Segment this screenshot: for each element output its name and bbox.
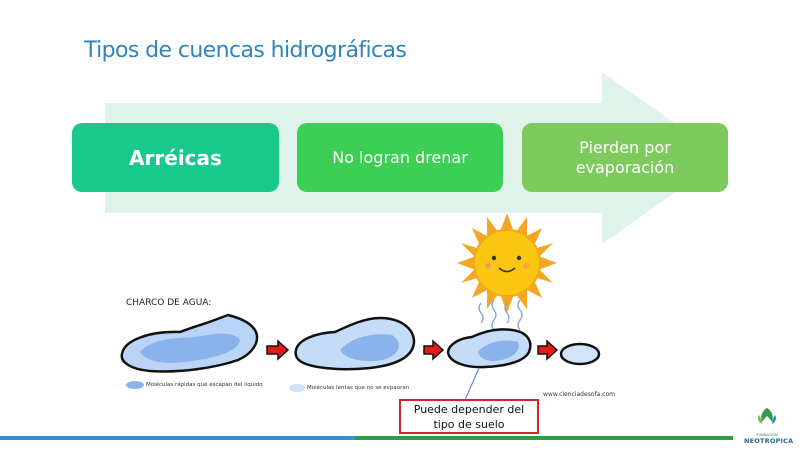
legend-swatch-fast — [126, 381, 144, 389]
slide-title: Tipos de cuencas hidrográficas — [84, 38, 407, 63]
legend-slow-molecules: Moléculas lentas que no se evpaoran — [307, 385, 410, 391]
logo-subtitle: FUNDACIÓN — [756, 433, 778, 437]
puddle-label: CHARCO DE AGUA: — [126, 298, 212, 308]
puddle-icon — [559, 342, 601, 366]
step-box-no-drenan: No logran drenar — [297, 123, 503, 192]
neotropica-logo: FUNDACIÓN NEOTROPICA — [744, 406, 794, 446]
footer-line-blue — [0, 436, 355, 440]
source-url: www.cienciadesofa.com — [543, 391, 615, 398]
step-box-evaporacion: Pierden por evaporación — [522, 123, 728, 192]
logo-name: NEOTROPICA — [744, 437, 794, 445]
heat-waves — [478, 299, 523, 331]
leaf-icon — [758, 408, 776, 424]
soil-callout: Puede depender del tipo de suelo — [399, 399, 539, 434]
puddle-icon — [294, 316, 416, 371]
right-arrow-icon — [423, 339, 445, 361]
step-label: Pierden por evaporación — [575, 137, 675, 177]
callout-pointer — [464, 367, 480, 401]
legend-swatch-slow — [289, 384, 305, 392]
sun-icon — [457, 213, 557, 313]
puddle-icon — [120, 313, 259, 373]
step-box-arreicas: Arréicas — [72, 123, 279, 192]
puddle-icon — [446, 328, 532, 369]
right-arrow-icon — [266, 339, 290, 361]
step-label: Arréicas — [129, 145, 222, 170]
step-label: No logran drenar — [332, 148, 468, 167]
footer-line-green — [355, 436, 733, 440]
right-arrow-icon — [537, 339, 559, 361]
legend-fast-molecules: Moléculas rápidas que escapan del líquid… — [146, 382, 263, 388]
